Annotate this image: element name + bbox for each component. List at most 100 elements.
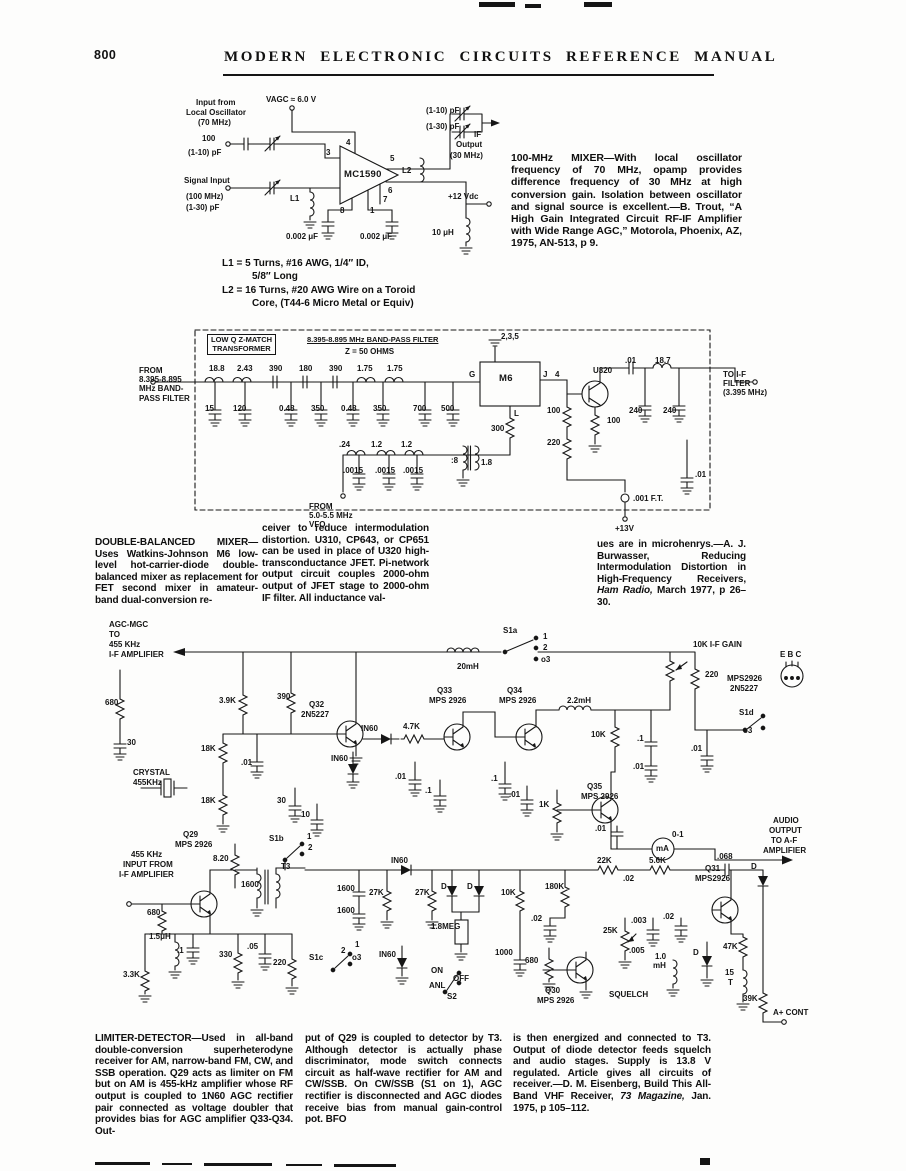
coil-note-l1: L1 = 5 Turns, #16 AWG, 1/4″ ID, 5/8″ Lon… bbox=[222, 258, 369, 282]
scan-artifact bbox=[525, 4, 541, 8]
schematic-label: Q31 bbox=[705, 864, 721, 873]
schematic-label: 100 bbox=[607, 416, 621, 425]
schematic-label: 18.8 bbox=[209, 364, 225, 373]
limiter-caption-col3: is then energized and connected to T3. O… bbox=[513, 1033, 711, 1114]
dbm-caption-col2: ceiver to reduce intermodulation distort… bbox=[262, 523, 429, 604]
schematic-label: 0.002 μF bbox=[286, 232, 319, 241]
schematic-label: 39K bbox=[743, 994, 758, 1003]
schematic-label: :8 bbox=[451, 456, 459, 465]
schematic-label: OFF bbox=[453, 974, 469, 983]
schematic-label: 10 μH bbox=[432, 228, 454, 237]
schematic-label: 15 bbox=[725, 968, 734, 977]
schematic-label: IF bbox=[474, 130, 482, 139]
schematic-label: 8 bbox=[340, 206, 345, 215]
schematic-label: 3 bbox=[326, 148, 331, 157]
schematic-label: 5 bbox=[390, 154, 395, 163]
schematic-label: D bbox=[751, 862, 757, 871]
schematic-label: 2,3,5 bbox=[501, 332, 519, 341]
schematic-label: 680 bbox=[525, 956, 539, 965]
schematic-label: 1000 bbox=[495, 948, 513, 957]
schematic-label: (1-30) pF bbox=[186, 203, 220, 212]
schematic-label: 8.395-8.895 MHz BAND-PASS FILTER bbox=[307, 335, 439, 344]
schematic-label: Signal Input bbox=[184, 176, 230, 185]
schematic-label: 22K bbox=[597, 856, 612, 865]
schematic-label: 455KHz bbox=[133, 778, 162, 787]
schematic-label: (100 MHz) bbox=[186, 192, 224, 201]
schematic-label: Q33 bbox=[437, 686, 453, 695]
schematic-label: 100 bbox=[202, 134, 216, 143]
schematic-label: .02 bbox=[663, 912, 675, 921]
schematic-label: MPS 2926 bbox=[581, 792, 619, 801]
schematic-label: 2.2mH bbox=[567, 696, 592, 705]
schematic-label: S1d bbox=[739, 708, 754, 717]
schematic-label: mH bbox=[653, 961, 666, 970]
schematic-label: 20mH bbox=[457, 662, 479, 671]
caption-text: is then energized and connected to T3. O… bbox=[513, 1033, 711, 1102]
schematic-label: TO bbox=[109, 630, 120, 639]
schematic-label: TO I-F FILTER (3.395 MHz) bbox=[723, 370, 768, 398]
page-title: MODERN ELECTRONIC CIRCUITS REFERENCE MAN… bbox=[224, 49, 778, 65]
schematic-label: 700 bbox=[413, 404, 427, 413]
schematic-label: 390 bbox=[269, 364, 283, 373]
schematic-label: SQUELCH bbox=[609, 990, 649, 999]
schematic-label: 4.7K bbox=[403, 722, 420, 731]
schematic-label: Q35 bbox=[587, 782, 603, 791]
schematic-label: 18.7 bbox=[655, 356, 671, 365]
schematic-label: 10K I-F GAIN bbox=[693, 640, 742, 649]
schematic-label: Input from bbox=[196, 98, 236, 107]
schematic-label: 27K bbox=[369, 888, 384, 897]
schematic-label: 1600 bbox=[337, 884, 355, 893]
schematic-label: U320 bbox=[593, 366, 613, 375]
schematic-label: L bbox=[514, 409, 519, 418]
schematic-label: .001 F.T. bbox=[633, 494, 664, 503]
schematic-label: INPUT FROM bbox=[123, 860, 173, 869]
schematic-label: 220 bbox=[705, 670, 719, 679]
schematic-label: 1.5μH bbox=[149, 932, 171, 941]
scan-artifact bbox=[204, 1163, 272, 1166]
schematic-label: 120 bbox=[233, 404, 247, 413]
schematic-label: 2N5227 bbox=[730, 684, 759, 693]
schematic-label: 1.8MEG bbox=[431, 922, 461, 931]
schematic-label: .01 bbox=[695, 470, 707, 479]
schematic-label: (1-10) pF bbox=[188, 148, 222, 157]
schematic-label: .068 bbox=[717, 852, 733, 861]
schematic-label: 1K bbox=[539, 800, 550, 809]
schematic-label: (30 MHz) bbox=[450, 151, 483, 160]
schematic-label: E B C bbox=[780, 650, 802, 659]
schematic-label: IN60 bbox=[361, 724, 378, 733]
schematic-label: .1 bbox=[637, 734, 644, 743]
schematic-label: 1 bbox=[355, 940, 360, 949]
schematic-label: .01 bbox=[595, 824, 607, 833]
schematic-label: 1 bbox=[370, 206, 375, 215]
schematic-label: +13V bbox=[615, 524, 634, 533]
schematic-label: S1a bbox=[503, 626, 518, 635]
schematic-label: Output bbox=[456, 140, 483, 149]
schematic-label: 4 bbox=[555, 370, 560, 379]
schematic-label: 10 bbox=[301, 810, 310, 819]
schematic-label: 350 bbox=[311, 404, 325, 413]
schematic-label: 0-1 bbox=[672, 830, 684, 839]
dbm-caption-col1: DOUBLE-BALANCED MIXER—Uses Watkins-Johns… bbox=[95, 537, 258, 606]
page-number: 800 bbox=[94, 48, 117, 62]
schematic-label: ANL bbox=[429, 981, 446, 990]
schematic-label: 0.002 μF bbox=[360, 232, 393, 241]
coil-note-l2: L2 = 16 Turns, #20 AWG Wire on a Toroid … bbox=[222, 285, 416, 309]
schematic-label: 1600 bbox=[241, 880, 259, 889]
schematic-label: .01 bbox=[691, 744, 703, 753]
schematic-label: .01 bbox=[509, 790, 521, 799]
schematic-label: OUTPUT bbox=[769, 826, 802, 835]
schematic-label: 180 bbox=[299, 364, 313, 373]
schematic-label: .1 bbox=[491, 774, 498, 783]
schematic-label: 300 bbox=[491, 424, 505, 433]
schematic-label: FROM 5.0-5.5 MHz VFO bbox=[309, 502, 353, 530]
schematic-label: 1600 bbox=[337, 906, 355, 915]
schematic-label: .0015 bbox=[403, 466, 424, 475]
schematic-label: FROM 8.395-8.895 MHz BAND- PASS FILTER bbox=[139, 366, 190, 403]
schematic-label: 1.75 bbox=[357, 364, 373, 373]
schematic-label: 240 bbox=[629, 406, 643, 415]
schematic-label: +12 Vdc bbox=[448, 192, 479, 201]
schematic-label: Q29 bbox=[183, 830, 199, 839]
